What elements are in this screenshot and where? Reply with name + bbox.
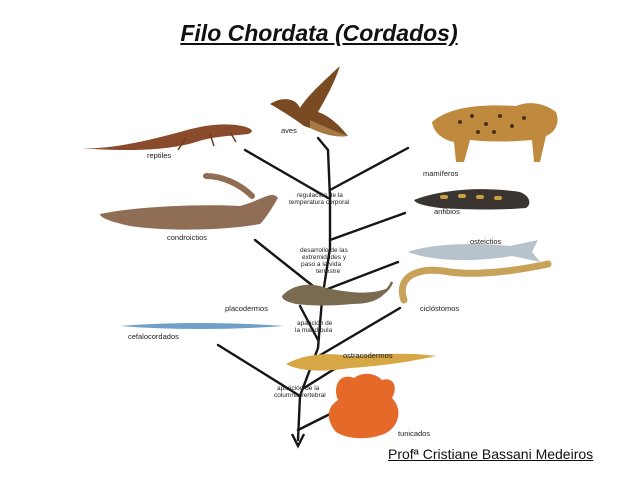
event-columna-line: columna vertebral [274,392,326,399]
label-reptiles: reptiles [147,151,171,160]
shark-illustration [100,173,278,230]
label-osteictios: osteictios [470,237,502,246]
branch-condroictios [253,238,320,292]
event-mandibula-line: aparición de [297,320,333,327]
event-mandibula-line: la mandíbula [295,327,333,334]
amphibian-illustration [414,189,530,210]
branch-anfibios [328,211,407,242]
event-extremidades-line: paso a la vida [301,261,341,268]
label-anfibios: anfibios [434,207,460,216]
event-columna: aparición de la columna vertebral [274,385,326,399]
label-condroictios: condroictios [167,233,207,242]
mammal-illustration [432,103,558,162]
label-placodermos: placodermos [225,304,268,313]
branch-placodermos [298,304,320,342]
branch-osteictios [323,260,400,292]
branch-reptiles [243,148,330,200]
label-aves: aves [281,126,297,135]
label-tunicados: tunicados [398,429,430,438]
branch-ciclostomos [310,306,402,362]
lancelet-illustration [120,323,284,329]
ostracoderm-illustration [286,353,436,371]
label-ostracodermos: ostracodermos [343,351,393,360]
branch-aves [316,136,330,152]
branch-tunicados [296,412,332,432]
label-ciclostomos: ciclóstomos [420,304,459,313]
author-credit: Profª Cristiane Bassani Medeiros [388,446,594,462]
tree-branches [216,136,410,442]
event-temperatura: regulación de la temperatura corporal [289,192,350,206]
label-cefalocordados: cefalocordados [128,332,179,341]
placoderm-illustration [282,281,394,306]
branch-cefalocordados [216,343,302,398]
event-extremidades-line: desarrollo de las [300,247,348,254]
lamprey-illustration [398,260,552,304]
event-extremidades: desarrollo de las extremidades y paso a … [300,247,348,275]
branch-mamiferos [328,146,410,192]
event-columna-line: aparición de la [277,385,320,392]
reptile-illustration [80,124,252,151]
branch-ostracodermos [302,366,338,390]
event-mandibula: aparición de la mandíbula [295,320,333,334]
event-temperatura-line: regulación de la [297,192,343,199]
label-mamiferos: mamíferos [423,169,459,178]
event-extremidades-line: terrestre [316,268,341,275]
page-title: Filo Chordata (Cordados) [180,20,458,46]
bird-illustration [270,66,348,137]
root-arrowhead [290,433,306,449]
event-temperatura-line: temperatura corporal [289,199,350,206]
bony-fish-illustration [408,240,540,262]
event-extremidades-line: extremidades y [302,254,347,261]
tunicate-illustration [328,373,399,439]
